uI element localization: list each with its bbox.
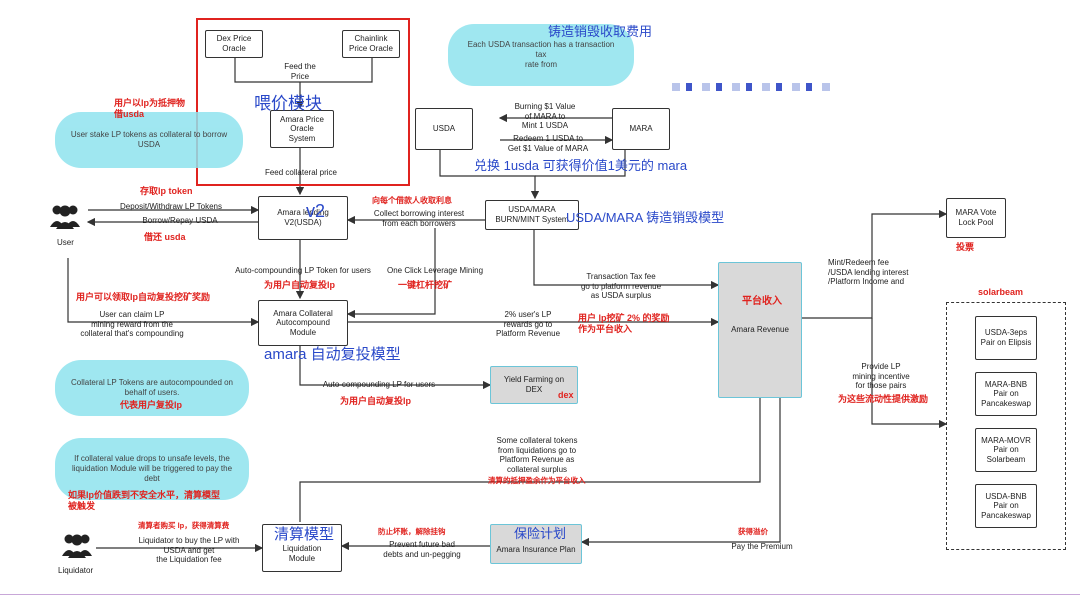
feed-price-label: Feed the Price (284, 62, 316, 81)
stake-note-bubble: User stake LP tokens as collateral to bo… (55, 112, 243, 168)
amara-lending-v2-node: Amara lending V2(USDA) (258, 196, 348, 240)
annotation-claim: 用户可以领取lp自动复投挖矿奖励 (76, 292, 210, 302)
oracle-highlight-frame (196, 18, 410, 186)
annotation-auto-lp: 为用户自动复投lp (264, 280, 335, 290)
mara-node: MARA (612, 108, 670, 150)
annotation-burn-mint-model: USDA/MARA 铸造销毁模型 (566, 210, 725, 225)
liquidator-icon (62, 534, 92, 558)
annotation-collect-interest: 向每个借款人收取利息 (372, 196, 452, 205)
claim-label: User can claim LP mining reward from the… (80, 310, 184, 339)
pool-usda-3eps: USDA-3eps Pair on Elipsis (975, 316, 1037, 360)
annotation-dex: dex (558, 390, 574, 400)
liquidation-module-node: Liquidation Module (262, 524, 342, 572)
user-icon (50, 205, 80, 229)
annotation-fee-title: 铸造销毁收取费用 (548, 24, 653, 39)
annotation-collateral-surplus: 清算的抵押盈余作为平台收入 (488, 476, 586, 485)
tx-tax-label: Transaction Tax fee go to platform reven… (580, 272, 662, 301)
dex-price-oracle-node: Dex Price Oracle (205, 30, 263, 58)
pool-mara-bnb: MARA-BNB Pair on Pancakeswap (975, 372, 1037, 416)
annotation-insurance: 保险计划 (514, 526, 567, 541)
autocompound-module-node: Amara Collateral Autocompound Module (258, 300, 348, 346)
provide-lp-label: Provide LP mining incentive for those pa… (852, 362, 910, 391)
collect-interest-label: Collect borrowing interest from each bor… (373, 209, 465, 228)
annotation-oracle-module: 喂价模块 (254, 94, 322, 113)
annotation-platform-revenue: 平台收入 (742, 296, 782, 307)
annotation-autocompound-model: amara 自动复投模型 (264, 346, 401, 363)
borrow-label: Borrow/Repay USDA (142, 216, 218, 225)
collateral-note-bubble: Collateral LP Tokens are autocompounded … (55, 360, 249, 416)
annotation-prevent: 防止坏账，解除挂钩 (378, 527, 446, 536)
annotation-liquidation-trigger: 如果lp价值跌到不安全水平，清算模型 被触发 (68, 490, 220, 511)
collateral-surplus-label: Some collateral tokens from liquidations… (496, 436, 578, 474)
pool-mara-movr: MARA-MOVR Pair on Solarbeam (975, 428, 1037, 472)
annotation-represent: 代表用户复投lp (120, 400, 182, 410)
yield-farming-node: Yield Farming on DEX (490, 366, 578, 404)
annotation-lp-collateral: 用户以lp为抵押物 借usda (114, 98, 185, 119)
amara-price-oracle-node: Amara Price Oracle System (270, 110, 334, 148)
amara-revenue-node: Amara Revenue (718, 262, 802, 398)
annotation-v2: v2 (306, 201, 326, 221)
burn-mint-system-node: USDA/MARA BURN/MINT System (485, 200, 579, 230)
bottom-divider (0, 594, 1080, 595)
pay-premium-label: Pay the Premium (731, 542, 793, 551)
annotation-liquidator-fee: 清算者购买 lp，获得清算费 (138, 521, 230, 530)
burn-value-label: Burning $1 Value of MARA to Mint 1 USDA (514, 102, 576, 131)
annotation-two-percent: 用户 lp挖矿 2% 的奖励 作为平台收入 (578, 313, 670, 334)
auto-lp-label: Auto-compounding LP for users (322, 380, 436, 389)
annotation-solarbeam: solarbeam (978, 287, 1024, 297)
user-label: User (57, 238, 74, 247)
annotation-one-click: 一键杠杆挖矿 (398, 280, 453, 290)
annotation-vote: 投票 (956, 242, 975, 252)
prevent-label: Prevent future bad debts and un-pegging (383, 540, 461, 559)
liquidator-buy-label: Liquidator to buy the LP with USDA and g… (138, 536, 240, 565)
obscured-strip (672, 83, 832, 91)
insurance-plan-node: Amara Insurance Plan (490, 524, 582, 564)
annotation-incentive: 为这些流动性提供激励 (838, 394, 929, 404)
mint-fee-label: Mint/Redeem fee /USDA lending interest /… (828, 258, 909, 287)
two-percent-label: 2% user's LP rewards go to Platform Reve… (495, 310, 561, 339)
annotation-liquidation-model: 清算模型 (274, 526, 335, 543)
mara-vote-lock-pool-node: MARA Vote Lock Pool (946, 198, 1006, 238)
annotation-auto-lp-2: 为用户自动复投lp (340, 396, 411, 406)
pool-usda-bnb: USDA-BNB Pair on Pancakeswap (975, 484, 1037, 528)
annotation-deposit-lp: 存取lp token (140, 186, 193, 196)
feed-collateral-label: Feed collateral price (264, 168, 338, 177)
annotation-exchange: 兑换 1usda 可获得价值1美元的 mara (474, 158, 688, 173)
one-click-label: One Click Leverage Mining (386, 266, 484, 275)
liquidator-label: Liquidator (58, 566, 94, 575)
auto-lp-users-label: Auto-compounding LP Token for users (235, 266, 371, 275)
chainlink-price-oracle-node: Chainlink Price Oracle (342, 30, 400, 58)
usda-node: USDA (415, 108, 473, 150)
liquidation-note-bubble: If collateral value drops to unsafe leve… (55, 438, 249, 500)
redeem-label: Redeem 1 USDA to Get $1 Value of MARA (507, 134, 589, 153)
tax-note-bubble: Each USDA transaction has a transaction … (448, 24, 634, 86)
deposit-label: Deposit/Withdraw LP Tokens (120, 202, 222, 211)
lp-pairs-group (946, 302, 1066, 550)
annotation-borrow-usda: 借还 usda (144, 232, 186, 242)
annotation-premium: 获得溢价 (738, 527, 768, 536)
